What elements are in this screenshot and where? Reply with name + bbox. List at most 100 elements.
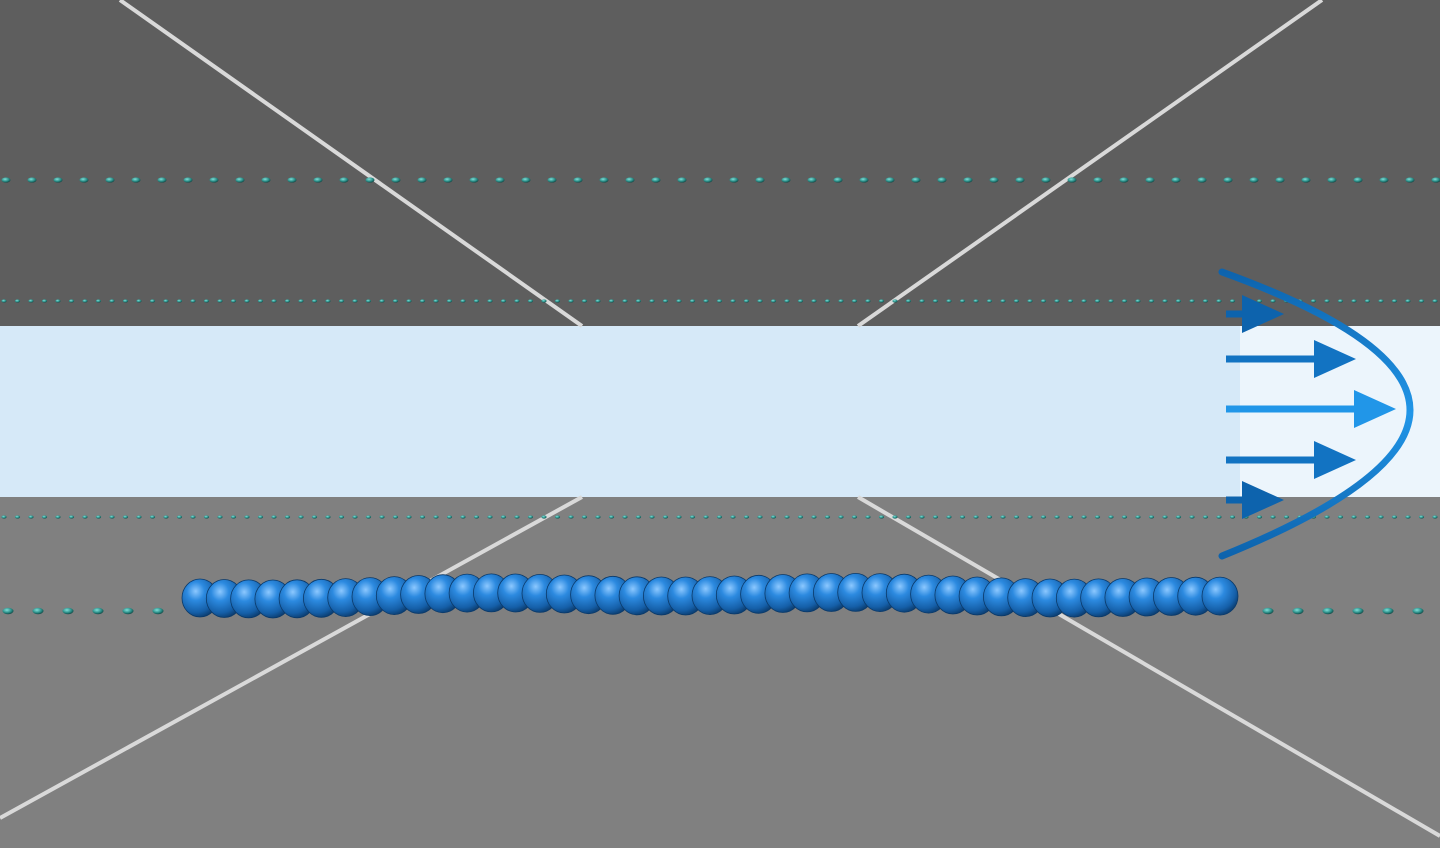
- wall-particle: [689, 299, 696, 303]
- edge-lower-right: [856, 495, 1440, 838]
- wall-particle: [1081, 299, 1087, 303]
- wall-particle: [911, 177, 921, 183]
- flow-profile-parabola-icon: [1218, 268, 1414, 560]
- wall-particle: [190, 299, 196, 303]
- wall-particle: [209, 177, 219, 183]
- wall-particle: [1148, 299, 1155, 303]
- wall-particle: [1148, 515, 1155, 519]
- wall-particle: [1229, 299, 1236, 303]
- wall-particle: [392, 515, 399, 519]
- wall-particle: [105, 177, 115, 183]
- wall-particle: [1171, 177, 1181, 183]
- wall-particle: [755, 177, 765, 183]
- wall-particle: [1202, 299, 1209, 303]
- wall-particle: [1067, 515, 1074, 519]
- wall-particle: [622, 515, 628, 519]
- wall-particle: [28, 299, 34, 303]
- wall-particle: [541, 515, 547, 519]
- wall-particle: [338, 299, 345, 303]
- wall-particle: [716, 515, 723, 519]
- wall-particle: [1, 299, 7, 303]
- wall-particle: [1, 515, 7, 519]
- wall-particle: [1270, 299, 1276, 303]
- wall-particle: [1145, 177, 1155, 183]
- wall-particle: [635, 515, 642, 519]
- wall-particle: [919, 299, 925, 303]
- wall-particle: [1015, 177, 1025, 183]
- particle-row: [1, 515, 1438, 519]
- wall-particle: [1378, 515, 1384, 519]
- wall-particle: [325, 515, 331, 519]
- wall-particle: [878, 299, 885, 303]
- wall-particle: [271, 299, 277, 303]
- wall-particle: [338, 515, 345, 519]
- wall-particle: [53, 177, 63, 183]
- wall-particle: [1121, 299, 1128, 303]
- wall-particle: [676, 515, 682, 519]
- wall-particle: [811, 515, 817, 519]
- wall-particle: [677, 177, 687, 183]
- wall-particle: [149, 515, 156, 519]
- wall-particle: [487, 299, 493, 303]
- wall-particle: [1040, 515, 1047, 519]
- wall-particle: [568, 515, 574, 519]
- flow-velocity-arrow-icon: [1226, 441, 1356, 479]
- wall-particle: [1351, 299, 1357, 303]
- wall-particle: [622, 299, 628, 303]
- lower-wall: [0, 497, 1440, 848]
- wall-particle: [1041, 177, 1051, 183]
- wall-particle-rows: [1, 177, 1440, 615]
- wall-particle: [1391, 515, 1398, 519]
- wall-particle: [203, 299, 210, 303]
- wall-particle: [1378, 299, 1384, 303]
- wall-particle: [662, 515, 669, 519]
- wall-particle: [500, 515, 507, 519]
- wall-particle: [521, 177, 531, 183]
- flow-profile: [1218, 268, 1414, 560]
- channel-fluid: [0, 326, 1440, 497]
- wall-particle: [157, 177, 167, 183]
- wall-particle: [581, 515, 588, 519]
- wall-particle: [1418, 515, 1425, 519]
- wall-particle: [391, 177, 401, 183]
- wall-particle: [527, 299, 534, 303]
- wall-particle: [311, 515, 318, 519]
- wall-particle: [838, 515, 844, 519]
- wall-particle: [851, 515, 858, 519]
- wall-particle: [352, 299, 358, 303]
- wall-particle: [932, 515, 939, 519]
- wall-particle: [27, 177, 37, 183]
- wall-particle: [703, 515, 709, 519]
- wall-particle: [986, 515, 993, 519]
- flow-velocity-arrows: [1226, 295, 1396, 519]
- wall-particle: [95, 515, 102, 519]
- wall-particle: [287, 177, 297, 183]
- wall-particle: [1054, 299, 1060, 303]
- wall-particle: [2, 607, 14, 615]
- wall-particle: [41, 299, 48, 303]
- wall-particle: [1094, 299, 1101, 303]
- wall-particle: [1189, 299, 1195, 303]
- wall-particle: [703, 299, 709, 303]
- wall-particle: [1292, 607, 1304, 615]
- wall-particle: [460, 515, 466, 519]
- wall-particle: [1391, 299, 1398, 303]
- wall-particle: [784, 299, 790, 303]
- wall-particle: [1337, 515, 1344, 519]
- wall-particle: [1162, 299, 1168, 303]
- wall-particle: [1197, 177, 1207, 183]
- wall-particle: [959, 515, 966, 519]
- wall-particle: [152, 607, 164, 615]
- wall-particle: [554, 515, 561, 519]
- wall-particle: [1, 177, 11, 183]
- wall-particle: [838, 299, 844, 303]
- wall-particle: [92, 607, 104, 615]
- wall-particle: [443, 177, 453, 183]
- wall-particle: [811, 299, 817, 303]
- wall-particle: [1108, 515, 1114, 519]
- wall-particle: [1364, 515, 1371, 519]
- wall-particle: [1353, 177, 1363, 183]
- wall-particle: [1382, 607, 1394, 615]
- wall-particle: [824, 299, 831, 303]
